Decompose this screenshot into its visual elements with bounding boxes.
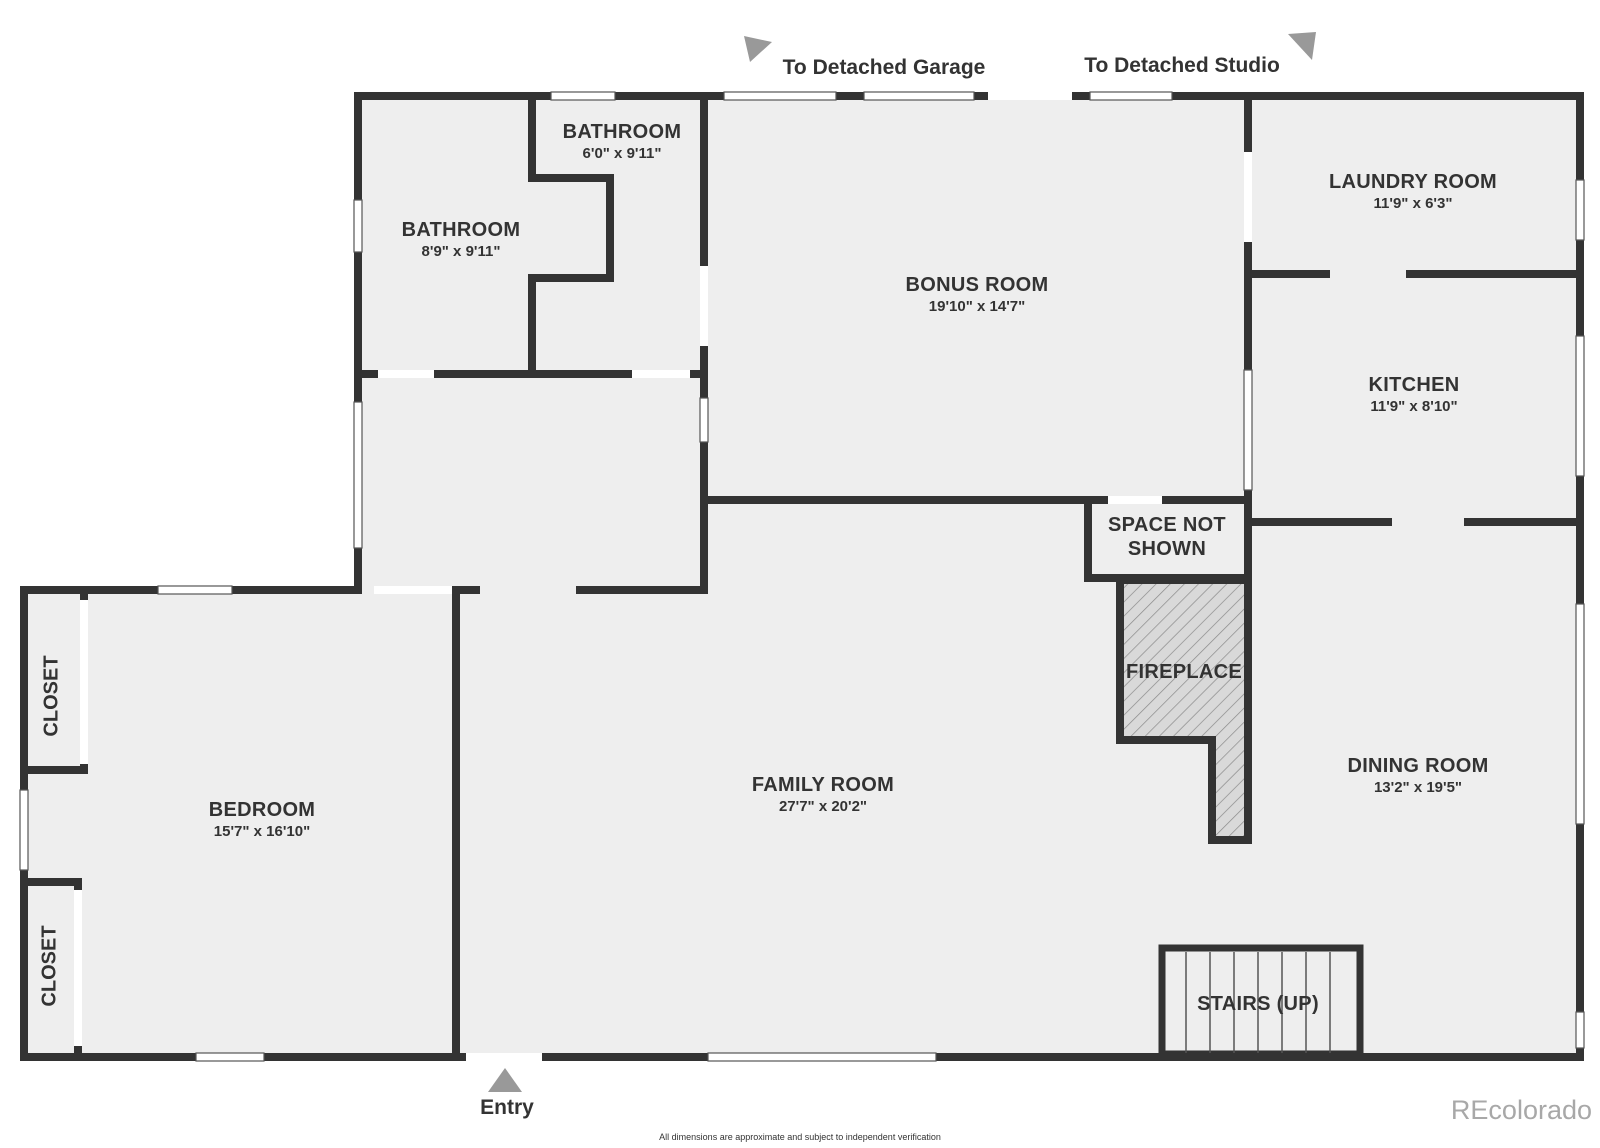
label-entry: Entry (480, 1096, 534, 1119)
brand-logo: REcolorado (1450, 1095, 1592, 1125)
windows (19, 91, 1585, 1062)
floor-area (24, 96, 1580, 1057)
label-to-detached-garage: To Detached Garage (782, 56, 986, 79)
label-to-detached-studio: To Detached Studio (1084, 54, 1280, 77)
disclaimer-text: All dimensions are approximate and subje… (659, 1132, 941, 1142)
entry-arrow-icon (488, 1068, 522, 1092)
room-closet-bottom: CLOSET (38, 925, 61, 1007)
studio-arrow-icon (1288, 32, 1316, 60)
stairs-block (1158, 944, 1364, 1058)
garage-arrow-icon (744, 36, 772, 62)
room-closet-top: CLOSET (40, 655, 63, 737)
